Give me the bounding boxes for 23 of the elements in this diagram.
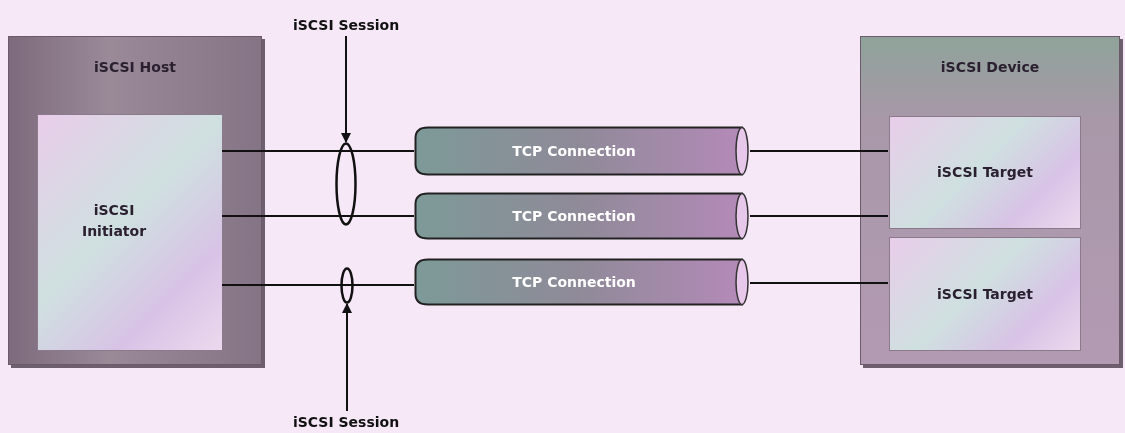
arrow — [342, 303, 352, 412]
connection-line — [749, 282, 889, 284]
connection-line — [749, 215, 889, 217]
component-label: iSCSI Target — [937, 163, 1033, 182]
device-box — [860, 36, 1120, 365]
arrow — [341, 35, 351, 143]
session-label: iSCSI Session — [292, 15, 400, 35]
connection-label: TCP Connection — [512, 272, 636, 292]
component-box — [37, 114, 223, 351]
connection-label: TCP Connection — [512, 141, 636, 161]
connection-line — [221, 150, 415, 152]
component-box — [889, 237, 1081, 351]
device-box — [8, 36, 262, 365]
connection-line — [221, 284, 415, 286]
connection-line — [749, 150, 889, 152]
connection-label: TCP Connection — [512, 206, 636, 226]
session-label: iSCSI Session — [292, 412, 400, 432]
box-heading: iSCSI Host — [93, 58, 177, 77]
box-heading: iSCSI Device — [939, 58, 1041, 77]
component-label: iSCSI Initiator — [80, 200, 148, 241]
component-label: iSCSI Target — [937, 284, 1033, 304]
connection-line — [221, 215, 415, 217]
component-box — [889, 116, 1081, 229]
